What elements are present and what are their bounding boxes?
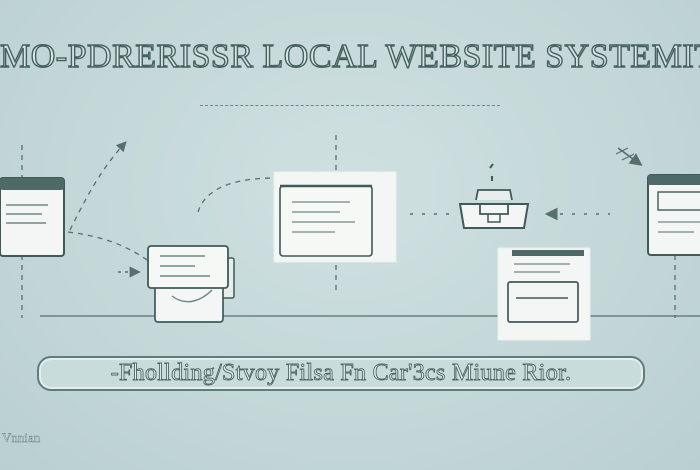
document-panel-icon bbox=[497, 247, 591, 341]
title-divider bbox=[200, 105, 500, 106]
browser-window-icon bbox=[0, 177, 65, 257]
diagram-title: MO-PDRERISSR LOCAL WEBSITE SYSTEMITP bbox=[0, 37, 700, 75]
inbox-tray-icon bbox=[458, 163, 530, 229]
connector-up-arrow bbox=[69, 141, 127, 231]
connector-window-to-stack bbox=[67, 231, 151, 263]
stacked-windows-icon bbox=[147, 245, 235, 323]
arrow-top-right-fletch bbox=[615, 147, 635, 161]
browser-window-icon bbox=[647, 174, 700, 256]
connector-stack-to-document bbox=[197, 177, 276, 213]
watermark: Vnnian bbox=[2, 430, 41, 445]
document-panel-icon bbox=[273, 171, 397, 263]
caption-text: -Fhollding/Stvoy Filsa Fn Car'3cs Miune … bbox=[110, 360, 572, 387]
caption-bar: -Fhollding/Stvoy Filsa Fn Car'3cs Miune … bbox=[37, 356, 645, 391]
